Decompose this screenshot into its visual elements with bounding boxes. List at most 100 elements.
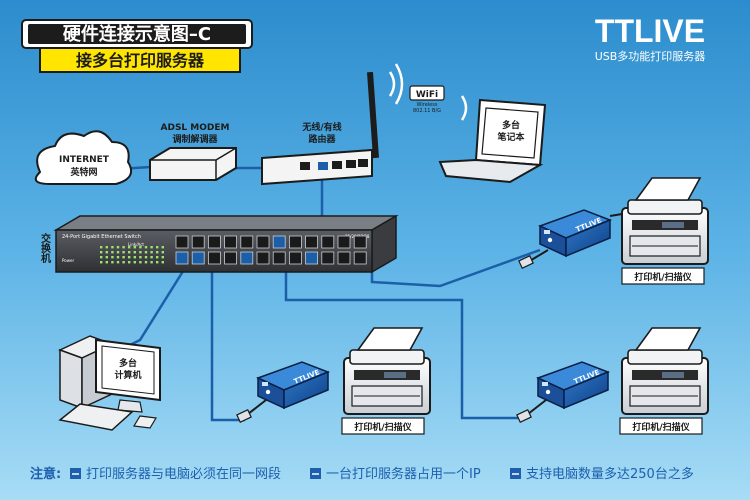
switch-led xyxy=(139,261,142,264)
switch-port xyxy=(256,235,270,249)
switch-led xyxy=(156,246,159,249)
laptop: 多台 笔记本 xyxy=(438,95,547,184)
switch-led xyxy=(100,246,103,249)
switch-label: 交换机 xyxy=(39,232,51,264)
diagram-subtitle: 接多台打印服务器 xyxy=(76,51,205,70)
switch-port xyxy=(224,251,238,265)
switch-led xyxy=(122,251,125,254)
switch-led xyxy=(156,256,159,259)
switch-link-act: Link/Act xyxy=(128,242,144,247)
switch-led xyxy=(122,256,125,259)
switch-port xyxy=(175,235,189,249)
ethernet-switch: 交换机 24-Port Gigabit Ethernet Switch Link… xyxy=(39,214,399,274)
switch-led xyxy=(144,251,148,254)
switch-led xyxy=(139,256,142,259)
modem-label: ADSL MODEM xyxy=(161,123,230,133)
switch-ports xyxy=(175,235,367,265)
switch-led xyxy=(156,261,159,264)
switch-port xyxy=(321,235,335,249)
router-label-cn: 路由器 xyxy=(308,133,336,145)
switch-led xyxy=(161,246,164,249)
note-item-1: 打印服务器与电脑必须在同一网段 xyxy=(86,466,281,482)
switch-port xyxy=(272,251,286,265)
switch-port xyxy=(337,235,351,249)
switch-port xyxy=(272,235,286,249)
wifi-badge-text: WiFi xyxy=(416,90,438,100)
notes-prefix: 注意: xyxy=(30,466,61,482)
laptop-label: 多台 xyxy=(502,119,520,131)
switch-port xyxy=(353,251,367,265)
switch-port xyxy=(321,251,335,265)
switch-led xyxy=(111,246,114,249)
switch-led xyxy=(128,251,131,254)
switch-led xyxy=(161,251,164,254)
switch-led xyxy=(100,261,103,264)
printer-group-top-right: TTLIVE 打印机/扫描仪 xyxy=(518,177,709,285)
switch-port xyxy=(191,235,205,249)
switch-led xyxy=(161,256,164,259)
subtitle-box xyxy=(39,47,241,73)
printer-group-middle: TTLIVE 打印机/扫描仪 xyxy=(236,327,431,435)
switch-led xyxy=(116,256,120,259)
switch-led xyxy=(144,261,148,264)
wifi-badge-sub1: Wireless xyxy=(417,102,438,108)
switch-led xyxy=(133,251,136,254)
computers: 多台 计算机 xyxy=(58,335,161,431)
switch-port xyxy=(353,235,367,249)
switch-led xyxy=(128,246,131,249)
router-label: 无线/有线 xyxy=(301,121,341,133)
router-antenna xyxy=(367,71,379,159)
switch-led xyxy=(100,256,103,259)
diagram-title: 硬件连接示意图–C xyxy=(63,23,211,45)
switch-port xyxy=(191,251,205,265)
internet-label: INTERNET xyxy=(59,155,110,165)
title-inner xyxy=(28,24,246,44)
switch-port xyxy=(175,251,189,265)
switch-led xyxy=(105,251,108,254)
switch-led xyxy=(100,251,103,254)
brand-tagline: USB多功能打印服务器 xyxy=(595,49,706,63)
brand-logo: TTLIVE xyxy=(595,13,705,49)
switch-led xyxy=(105,246,108,249)
switch-led xyxy=(111,251,114,254)
note-item-3: 支持电脑数量多达250台之多 xyxy=(526,466,694,482)
switch-model: 24-Port Gigabit Ethernet Switch xyxy=(62,234,141,240)
internet-cloud: INTERNET 英特网 xyxy=(34,130,132,185)
switch-led xyxy=(111,261,114,264)
printer-label-2: 打印机/扫描仪 xyxy=(354,421,412,433)
switch-led xyxy=(111,256,114,259)
switch-port xyxy=(337,251,351,265)
printer-group-bottom-right: TTLIVE 打印机/扫描仪 xyxy=(516,327,709,435)
switch-led xyxy=(150,246,153,249)
switch-port xyxy=(305,235,319,249)
switch-led xyxy=(116,251,120,254)
switch-led xyxy=(144,246,148,249)
computers-label: 多台 xyxy=(119,357,137,369)
switch-port xyxy=(240,235,254,249)
laptop-wifi-icon xyxy=(460,95,468,121)
switch-led xyxy=(133,246,136,249)
wifi-badge: WiFi Wireless 802.11 B/G xyxy=(409,85,445,114)
switch-led xyxy=(156,251,159,254)
computers-label-cn: 计算机 xyxy=(114,369,141,381)
note-item-2: 一台打印服务器占用一个IP xyxy=(326,466,481,482)
switch-led xyxy=(150,261,153,264)
switch-led xyxy=(122,261,125,264)
switch-led xyxy=(105,261,108,264)
switch-port xyxy=(224,235,238,249)
footer-notes: 注意: 打印服务器与电脑必须在同一网段 一台打印服务器占用一个IP 支持电脑数量… xyxy=(30,466,694,482)
switch-led xyxy=(139,251,142,254)
switch-led xyxy=(133,256,136,259)
modem-label-cn: 调制解调器 xyxy=(172,133,218,145)
switch-led xyxy=(150,256,153,259)
switch-port xyxy=(288,251,302,265)
switch-led xyxy=(144,256,148,259)
switch-led xyxy=(161,261,164,264)
internet-label-cn: 英特网 xyxy=(69,166,97,178)
switch-led xyxy=(128,256,131,259)
switch-port xyxy=(240,251,254,265)
switch-port xyxy=(256,251,270,265)
laptop-label-cn: 笔记本 xyxy=(497,131,525,143)
